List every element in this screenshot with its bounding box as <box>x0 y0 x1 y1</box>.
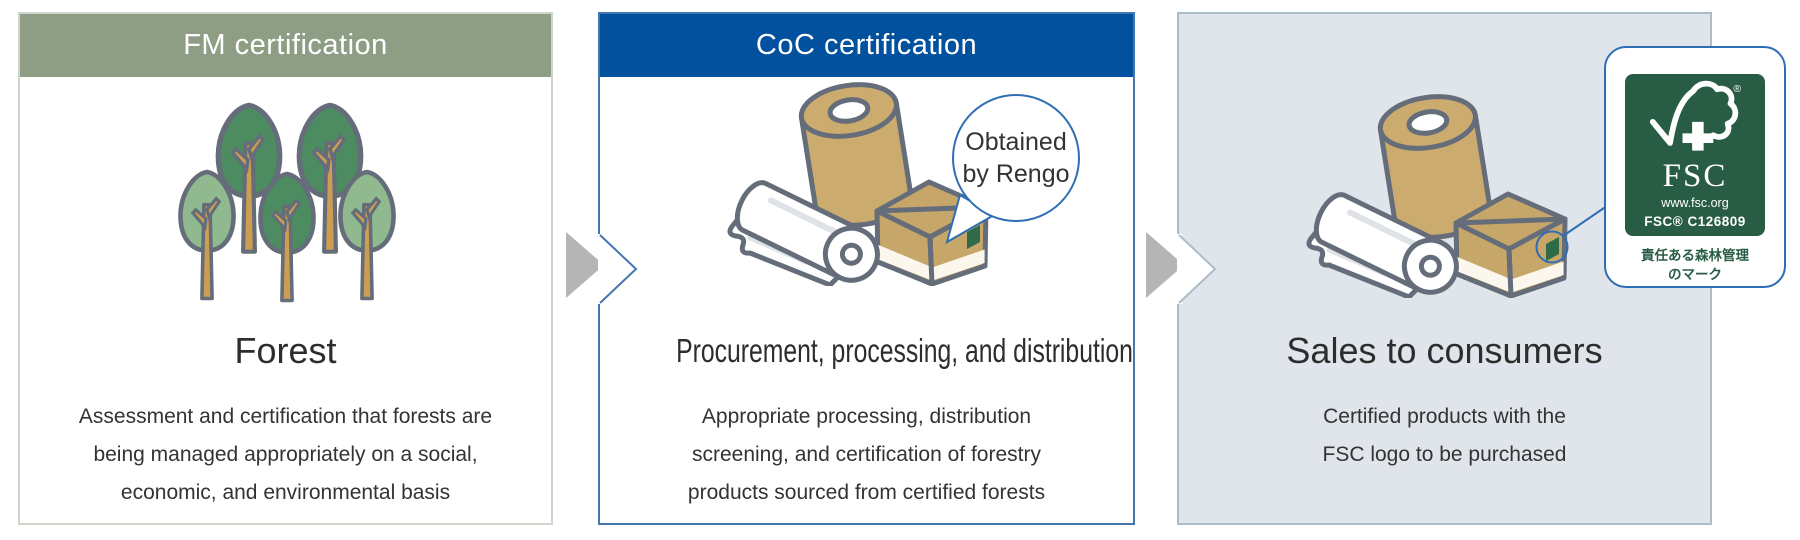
body-line: screening, and certification of forestry <box>691 443 1041 466</box>
fm-certification-header: FM certification <box>20 14 551 77</box>
body-line: Certified products with the <box>1323 405 1566 428</box>
speech-bubble <box>945 94 1080 245</box>
body-line: Assessment and certification that forest… <box>78 405 493 428</box>
body-line: Appropriate processing, distribution <box>701 405 1032 428</box>
panel-body-fm: Assessment and certification that forest… <box>20 398 551 512</box>
body-line: being managed appropriately on a social, <box>93 443 478 466</box>
fsc-tree-checkmark-icon: ® <box>1649 80 1741 151</box>
flow-arrow-icon <box>1146 232 1184 298</box>
panel-body-sales: Certified products with the FSC logo to … <box>1179 398 1710 474</box>
panel-title-sales: Sales to consumers <box>1286 330 1603 371</box>
bubble-line: Obtained <box>965 128 1067 156</box>
body-line: economic, and environmental basis <box>120 481 451 504</box>
coc-certification-header: CoC certification <box>600 14 1133 77</box>
flow-arrow-icon <box>566 232 604 298</box>
left-edge-notch <box>598 234 638 304</box>
fsc-logo-box: ® FSC www.fsc.org FSC® C126809 <box>1625 74 1765 236</box>
badge-caption-jp: のマーク <box>1668 267 1722 282</box>
fsc-license-code: FSC® C126809 <box>1644 214 1746 229</box>
panel-coc-certification: CoC certification Obtained by Rengo Proc… <box>598 12 1135 525</box>
forest-trees-icon <box>170 99 405 304</box>
obtained-by-rengo-callout: Obtained by Rengo <box>926 126 1106 190</box>
fsc-acronym: FSC <box>1662 158 1728 194</box>
panel-body-coc: Appropriate processing, distribution scr… <box>600 398 1133 512</box>
left-edge-notch <box>1177 234 1217 304</box>
fsc-certification-badge: ® FSC www.fsc.org FSC® C126809 責任ある森林管理 … <box>1604 46 1786 288</box>
bubble-line: by Rengo <box>962 160 1070 188</box>
registered-symbol: ® <box>1733 83 1741 95</box>
body-line: FSC logo to be purchased <box>1322 443 1567 466</box>
fsc-url: www.fsc.org <box>1661 196 1729 210</box>
badge-caption-jp: 責任ある森林管理 <box>1641 248 1749 263</box>
panel-fm-certification: FM certification Forest Assessment and c… <box>18 12 553 525</box>
panel-title-procurement: Procurement, processing, and distributio… <box>676 332 1133 369</box>
panel-title-forest: Forest <box>234 330 337 371</box>
body-line: products sourced from certified forests <box>687 481 1046 504</box>
